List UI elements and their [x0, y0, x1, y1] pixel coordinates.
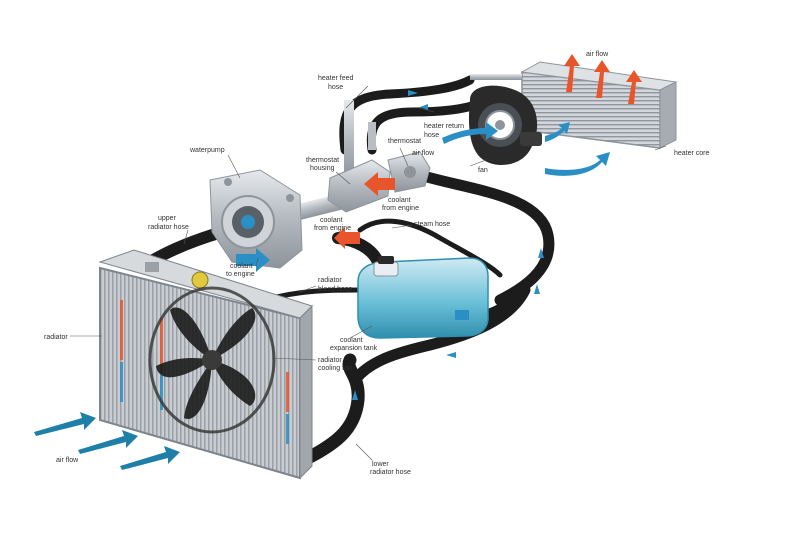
label-coolant-expansion-tank-2: expansion tank [330, 345, 378, 352]
leader-lines [70, 85, 667, 461]
label-coolant-expansion-tank-1: coolant [340, 337, 363, 344]
label-radiator-bleed-hose-2: bleed hose [318, 286, 352, 293]
label-coolant-from-engine-left-1: coolant [320, 217, 343, 224]
label-coolant-to-engine-1: coolant [230, 263, 253, 270]
fan-outlet-hose [349, 284, 531, 386]
heater-core [470, 61, 678, 149]
lower-radiator-hose [293, 353, 365, 469]
thermostat-housing [327, 151, 431, 213]
label-heater-return-hose-2: hose [424, 132, 439, 139]
label-thermostat-housing-1: thermostat [306, 157, 339, 164]
coolant-to-engine-arrow [236, 248, 270, 272]
label-air-flow-top: air flow [586, 51, 609, 58]
label-heater-return-hose-1: heater return [424, 123, 464, 130]
label-radiator-bleed-hose-1: radiator [318, 277, 342, 284]
label-air-flow-fan: air flow [412, 150, 435, 157]
label-coolant-from-engine-left-2: from engine [314, 225, 351, 232]
air-flow-arrows-bottom [34, 412, 180, 470]
hot-coolant-arrows [334, 172, 395, 249]
label-coolant-from-engine-right-1: coolant [388, 197, 411, 204]
label-upper-radiator-hose-1: upper [158, 215, 177, 222]
label-radiator-cooling-fan-1: radiator [318, 357, 342, 364]
label-lower-radiator-hose-2: radiator hose [370, 469, 411, 476]
label-heater-feed-hose-2: hose [328, 84, 343, 91]
blower-air-arrows [442, 122, 610, 176]
hose-flow-arrows [352, 90, 544, 400]
label-heater-core: heater core [674, 150, 710, 157]
label-upper-radiator-hose-2: radiator hose [148, 224, 189, 231]
label-air-flow-bottom: air flow [56, 457, 79, 464]
label-heater-feed-hose-1: heater feed [318, 75, 354, 82]
coolant-from-engine-arrow-left [334, 227, 360, 249]
label-steam-hose: steam hose [414, 221, 450, 228]
waterpump [209, 169, 303, 269]
label-coolant-from-engine-right-2: from engine [382, 205, 419, 212]
label-radiator-cooling-fan-2: cooling fan [318, 365, 352, 372]
label-radiator: radiator [44, 334, 68, 341]
label-waterpump: waterpump [189, 147, 225, 154]
label-coolant-to-engine-2: to engine [226, 271, 255, 278]
steam-hose [357, 218, 503, 278]
air-flow-arrows-top [564, 54, 642, 104]
coolant-expansion-tank [357, 256, 489, 339]
label-fan: fan [478, 167, 488, 174]
coolant-from-engine-arrow-right [364, 172, 395, 196]
label-lower-radiator-hose-1: lower [372, 461, 389, 468]
label-thermostat-housing-2: housing [310, 165, 335, 172]
labels: air flow heater feed hose heater return … [44, 51, 710, 476]
radiator-cooling-fan [148, 286, 276, 434]
label-thermostat: thermostat [388, 138, 421, 145]
